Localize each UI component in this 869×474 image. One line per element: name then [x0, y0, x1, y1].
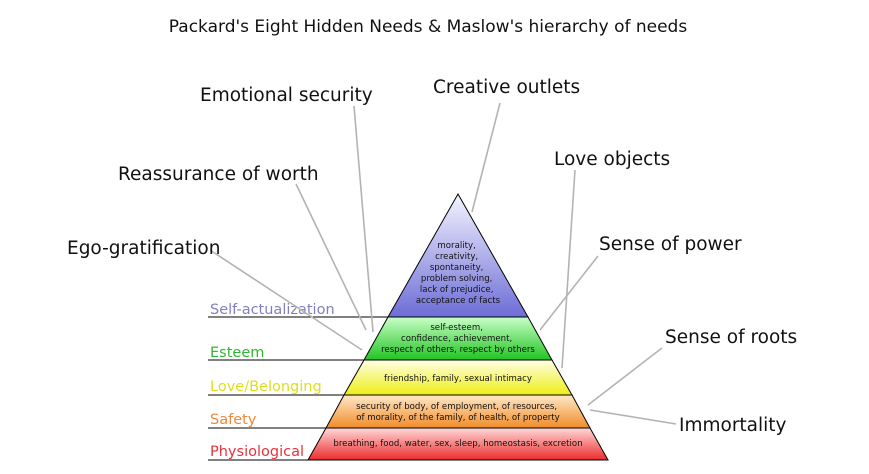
leader-ego-gratification [209, 249, 363, 351]
level-label-safety: Safety [210, 412, 257, 428]
need-sense-of-roots: Sense of roots [665, 327, 797, 348]
need-sense-of-power: Sense of power [599, 234, 742, 255]
tier-physiological [307, 427, 609, 461]
leader-reassurance-of-worth [295, 183, 367, 331]
tier-text-esteem: self-esteem, confidence, achievement, re… [381, 323, 535, 355]
level-label-esteem: Esteem [210, 345, 264, 361]
tier-text-self-actualization: morality, creativity, spontaneity, probl… [416, 241, 501, 306]
diagram-title: Packard's Eight Hidden Needs & Maslow's … [169, 17, 688, 37]
tier-text-love-belonging: friendship, family, sexual intimacy [384, 374, 532, 384]
tier-text-physiological: breathing, food, water, sex, sleep, home… [333, 439, 582, 449]
level-label-love-belonging: Love/Belonging [210, 379, 322, 395]
leader-sense-of-power [539, 255, 599, 331]
leader-immortality [589, 409, 677, 425]
tier-text-safety: security of body, of employment, of reso… [356, 402, 560, 423]
leader-love-objects [561, 169, 576, 369]
level-label-self-actualization: Self-actualization [210, 302, 335, 318]
level-label-physiological: Physiological [210, 444, 304, 460]
need-creative-outlets: Creative outlets [433, 77, 580, 98]
leader-sense-of-roots [587, 347, 663, 406]
leader-creative-outlets [471, 102, 501, 213]
leader-emotional-security [353, 105, 374, 333]
pyramid [307, 192, 609, 461]
need-immortality: Immortality [679, 415, 787, 436]
need-emotional-security: Emotional security [200, 85, 373, 106]
need-ego-gratification: Ego-gratification [67, 238, 220, 259]
hidden-needs: Emotional security Creative outlets Love… [67, 77, 797, 436]
need-reassurance-of-worth: Reassurance of worth [118, 164, 319, 185]
leader-lines [209, 102, 677, 425]
need-love-objects: Love objects [554, 149, 670, 170]
level-labels: Self-actualization Esteem Love/Belonging… [208, 302, 388, 461]
